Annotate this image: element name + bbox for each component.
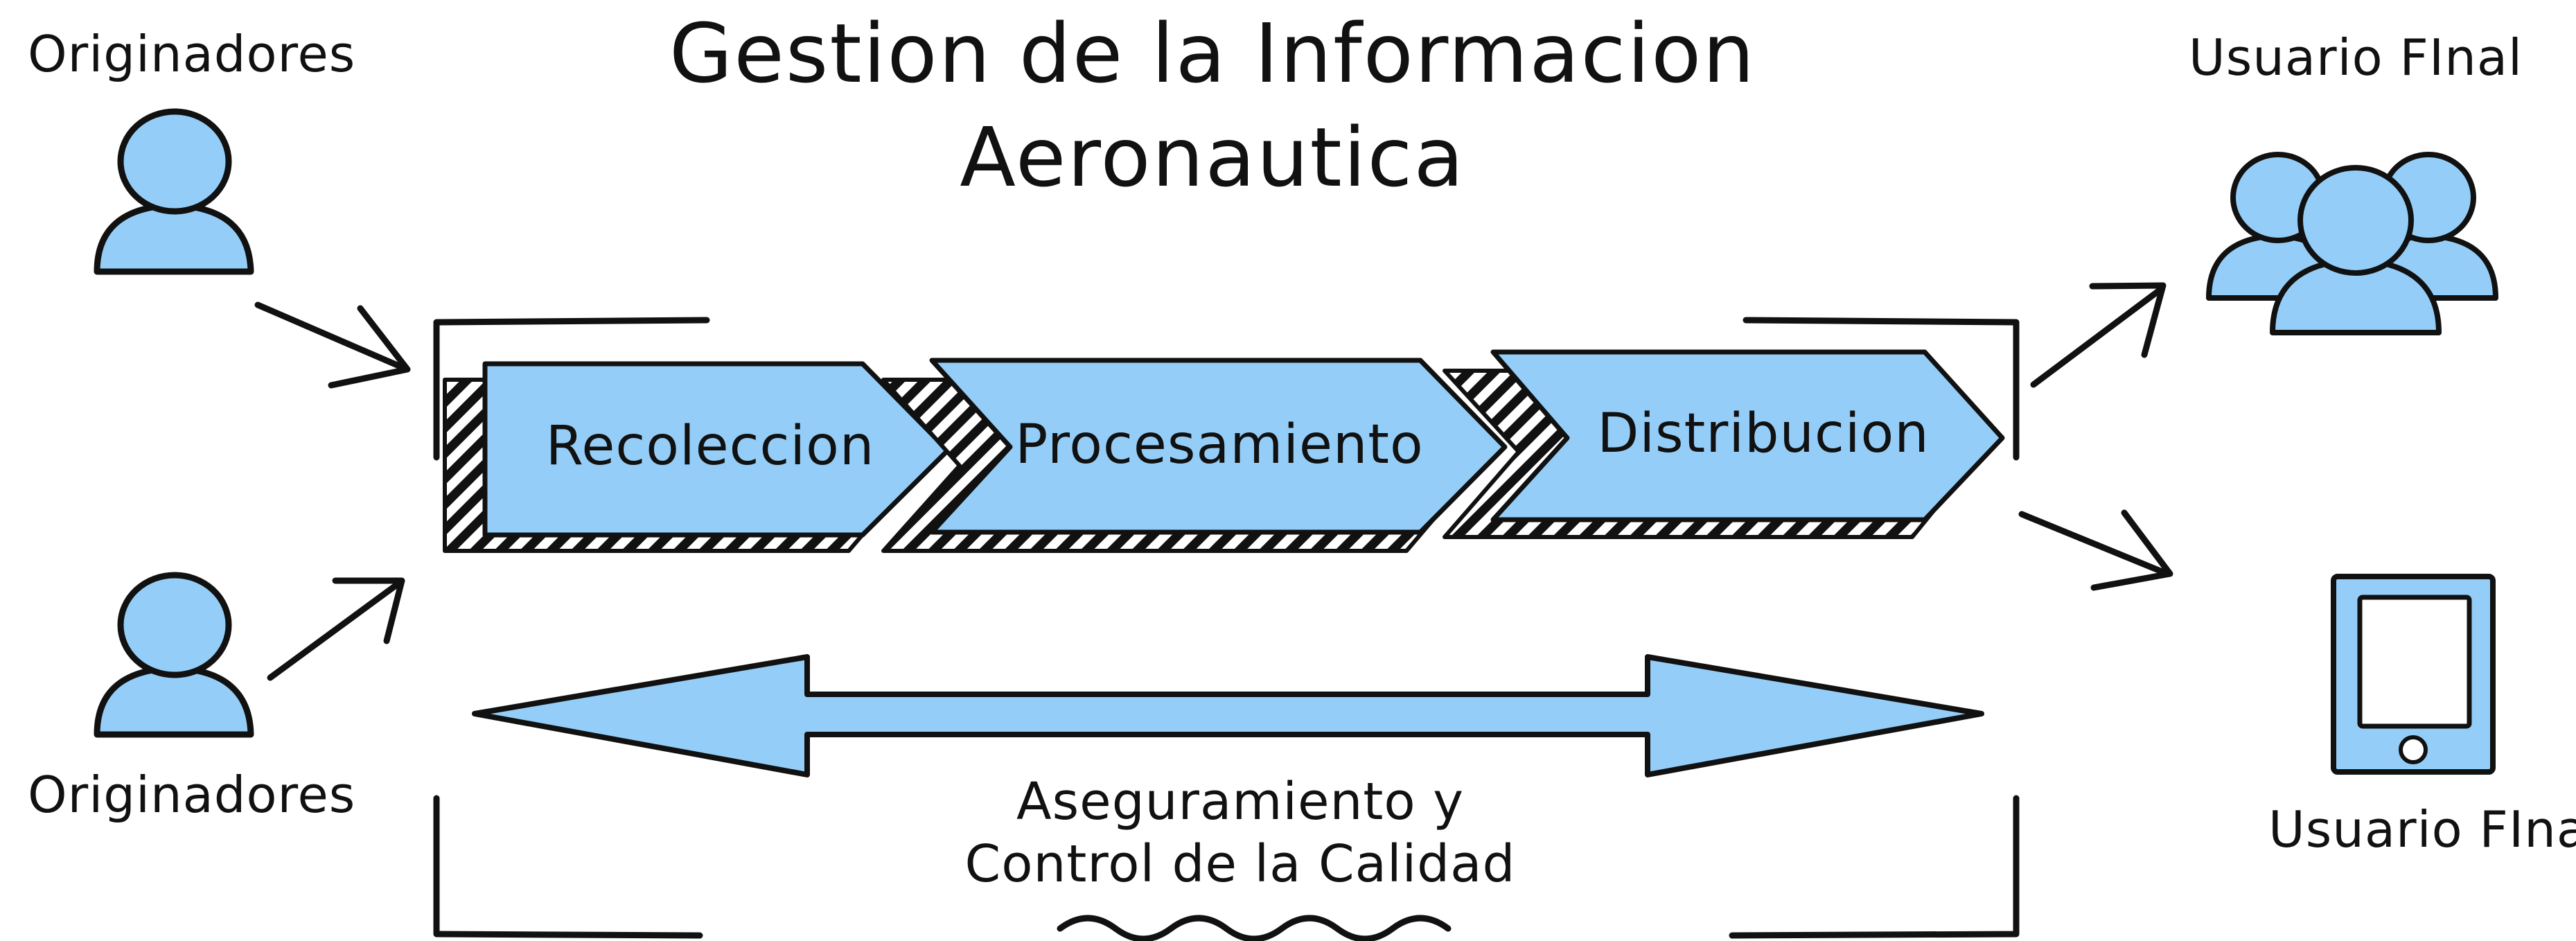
- stage-procesamiento: Procesamiento: [881, 358, 1508, 553]
- input-arrow-bottom: [267, 577, 405, 681]
- originator-top-user-icon: [94, 108, 254, 275]
- stage-distribucion: Distribucion: [1443, 349, 2005, 539]
- output-arrow-bottom: [2018, 509, 2173, 591]
- originators-top-label: Originadores: [28, 25, 355, 83]
- stage-recoleccion-label: Recoleccion: [546, 415, 875, 477]
- process-frame: [433, 317, 2020, 939]
- end-user-group-icon: [2206, 152, 2498, 335]
- input-arrow-top: [254, 301, 411, 389]
- quality-squiggle: [1057, 915, 1452, 941]
- end-user-top-label: Usuario FInal: [2189, 28, 2523, 87]
- quality-double-arrow: [472, 654, 1984, 777]
- stage-procesamiento-label: Procesamiento: [1015, 414, 1423, 476]
- diagram-title-line-2: Aeronautica: [960, 109, 1465, 205]
- stage-recoleccion: Recoleccion: [443, 361, 951, 553]
- end-user-tablet-icon: [2331, 574, 2496, 775]
- originator-bottom-user-icon: [94, 572, 254, 738]
- end-user-bottom-label: Usuario FInal: [2268, 800, 2576, 859]
- quality-label-line-1: Aseguramiento y: [1016, 772, 1464, 832]
- quality-label-line-2: Control de la Calidad: [965, 834, 1516, 894]
- originators-bottom-label: Originadores: [28, 766, 355, 824]
- output-arrow-top: [2030, 282, 2167, 388]
- diagram-title-line-1: Gestion de la Informacion: [669, 6, 1756, 101]
- stage-distribucion-label: Distribucion: [1597, 403, 1929, 465]
